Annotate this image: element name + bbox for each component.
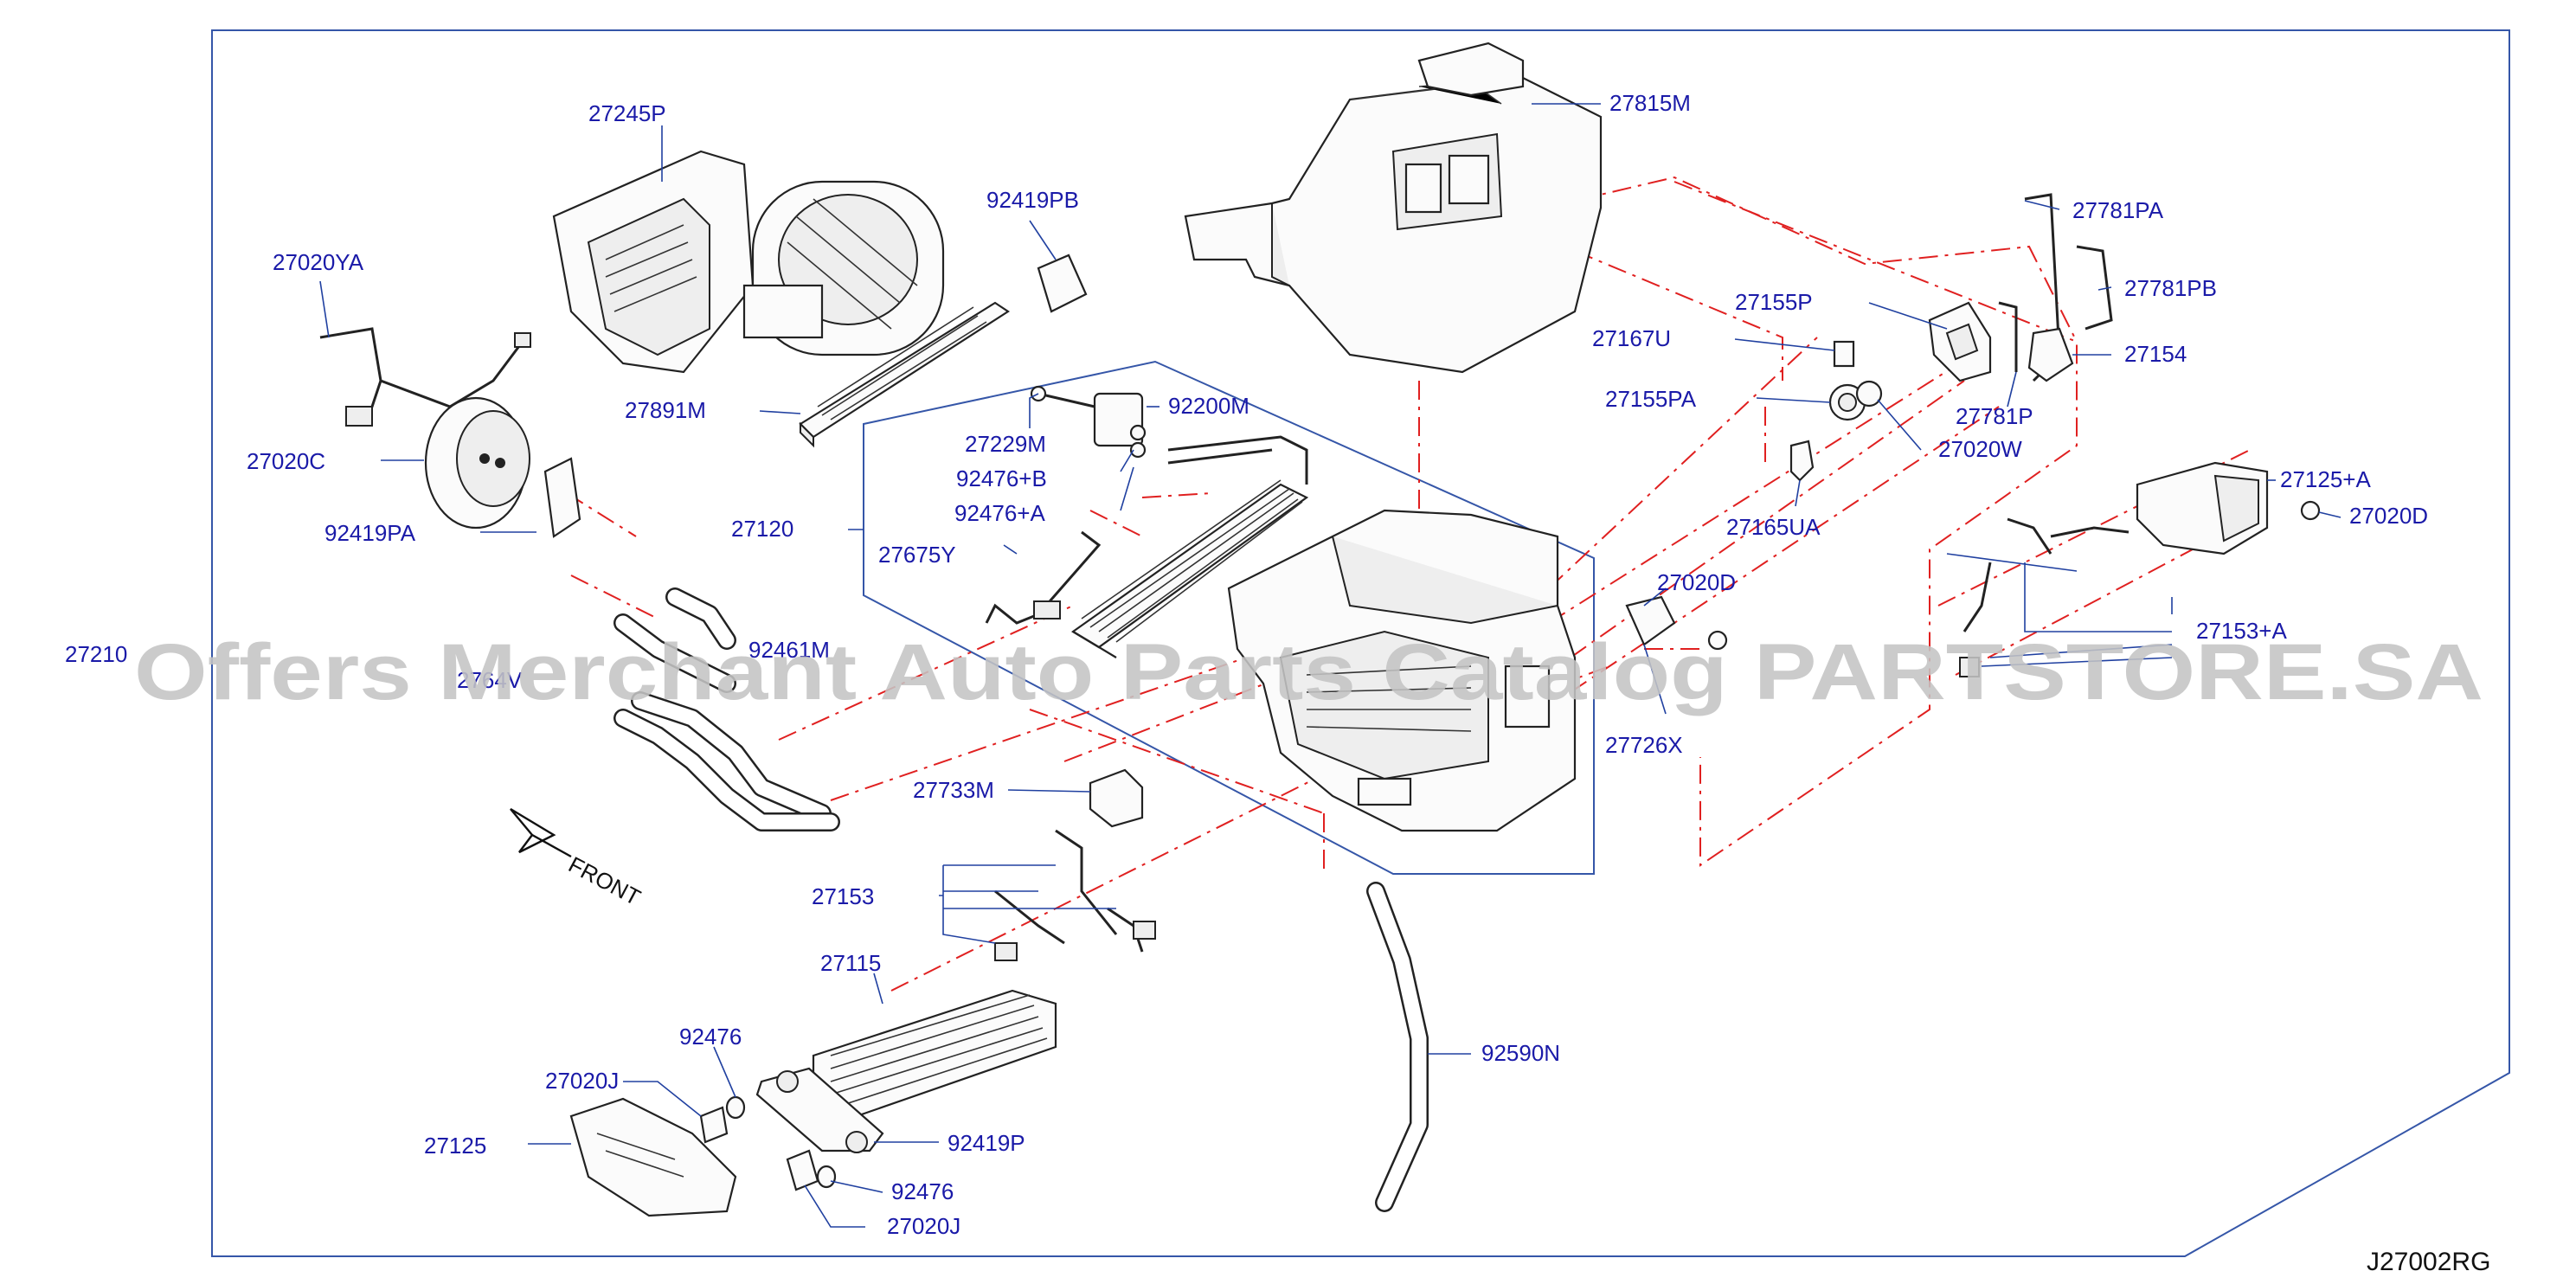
link-rods-27153: [994, 829, 1156, 961]
label-27781p: 27781P: [1956, 403, 2033, 429]
actuator-27733m: [1089, 768, 1144, 828]
expansion-valve: [1030, 385, 1147, 459]
label-92590n: 92590N: [1481, 1040, 1560, 1066]
diagram-code: J27002RG: [2367, 1248, 2490, 1276]
core-fittings: [699, 1067, 884, 1191]
label-92419p: 92419P: [948, 1130, 1025, 1156]
heater-unit-frame: [863, 360, 1595, 875]
label-27115: 27115: [820, 950, 881, 976]
label-27733m: 27733M: [913, 777, 994, 803]
diagram-frame: [211, 29, 2510, 1257]
actuator-parts: [1789, 193, 2113, 482]
label-27154: 27154: [2124, 341, 2187, 367]
blower-motor-27020c: [424, 396, 530, 530]
label-27020d-mid: 27020D: [1657, 569, 1736, 595]
label-27167u: 27167U: [1592, 325, 1671, 351]
label-27155p: 27155P: [1735, 289, 1813, 315]
bracket-92419pa: [543, 457, 581, 538]
label-2764v: 2764V: [457, 667, 523, 693]
filter-clip-92419pb: [1037, 254, 1088, 313]
blower-unit: [552, 150, 945, 374]
upper-case-27815m: [1184, 42, 1603, 374]
label-27815m: 27815M: [1609, 90, 1691, 116]
top-group-outline: [1470, 176, 2078, 343]
right-group-outline: [1673, 181, 2078, 867]
label-92419pb: 92419PB: [986, 187, 1079, 213]
leader-lines: [319, 103, 2342, 1228]
label-92200m: 92200M: [1168, 393, 1249, 419]
label-27125: 27125: [424, 1133, 486, 1159]
label-27020j-bottom: 27020J: [887, 1213, 960, 1239]
label-27210: 27210: [65, 641, 127, 667]
label-27155pa: 27155PA: [1605, 386, 1697, 412]
label-27675y: 27675Y: [878, 542, 956, 568]
drain-hose-92590n: [1366, 882, 1429, 1212]
label-27781pb: 27781PB: [2124, 275, 2217, 301]
label-27125a: 27125+A: [2280, 466, 2371, 492]
sensor-27726x: [1625, 595, 1728, 651]
label-27153: 27153: [812, 883, 874, 909]
label-27120: 27120: [731, 516, 793, 542]
label-27020w: 27020W: [1938, 436, 2022, 462]
label-92419pa: 92419PA: [324, 520, 416, 546]
duct-27125-detail: [596, 1133, 684, 1178]
label-27020d-right: 27020D: [2349, 503, 2428, 529]
label-27020c: 27020C: [247, 448, 325, 474]
label-27726x: 27726X: [1605, 732, 1683, 758]
label-92476-top: 92476: [679, 1024, 742, 1050]
label-27229m: 27229M: [965, 431, 1046, 457]
heater-case: [1227, 509, 1577, 832]
label-27165ua: 27165UA: [1726, 514, 1821, 540]
heater-hoses: [613, 587, 840, 831]
label-27781pa: 27781PA: [2072, 197, 2164, 223]
sensor-27675y: [985, 530, 1102, 625]
alignment-lines: [566, 250, 2251, 992]
cabin-filter: [799, 301, 1011, 448]
label-27891m: 27891M: [625, 397, 706, 423]
label-92476a: 92476+A: [954, 500, 1045, 526]
label-27153a: 27153+A: [2196, 618, 2287, 644]
front-arrow: [510, 807, 572, 858]
label-27020j-top: 27020J: [545, 1068, 619, 1094]
label-92476b: 92476+B: [956, 465, 1047, 491]
duct-27125: [569, 1097, 737, 1217]
heater-core-27115: [812, 989, 1057, 1118]
front-label: FRONT: [564, 851, 645, 911]
evaporator-27120: [1070, 435, 1309, 658]
label-92476-bottom: 92476: [891, 1178, 954, 1204]
label-92461m: 92461M: [748, 637, 830, 663]
label-27245p: 27245P: [588, 100, 666, 126]
label-27020ya: 27020YA: [273, 249, 364, 275]
watermark: Offers Merchant Auto Parts Catalog PARTS…: [134, 628, 2483, 716]
duct-27125a: [1959, 461, 2321, 677]
